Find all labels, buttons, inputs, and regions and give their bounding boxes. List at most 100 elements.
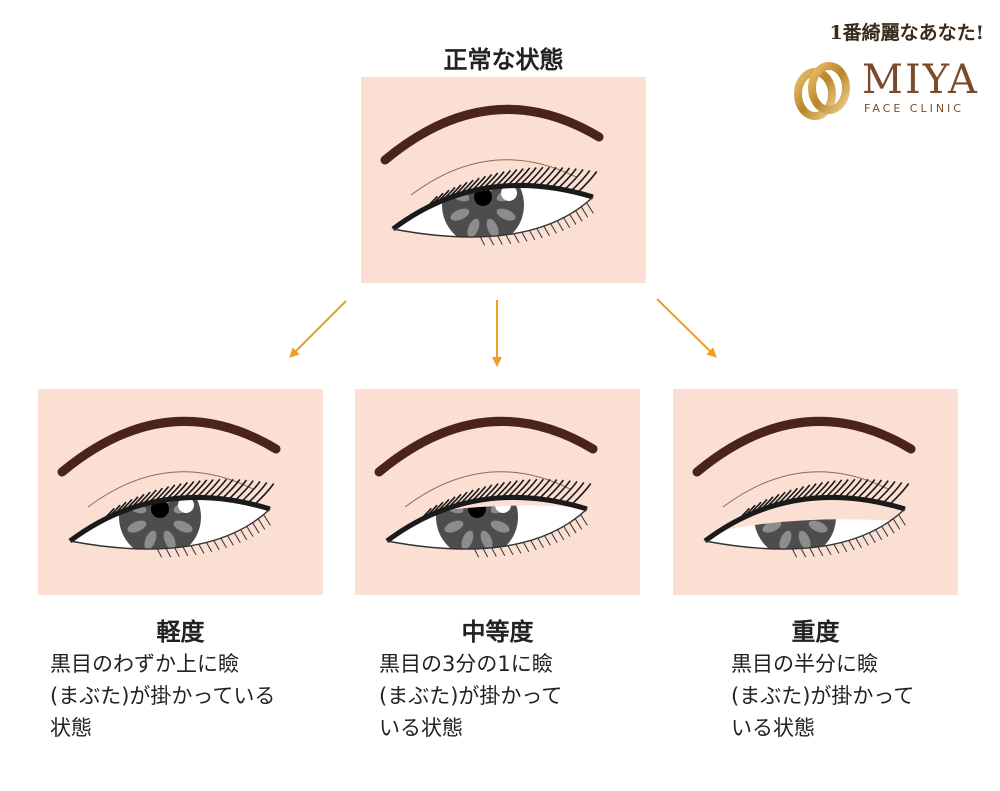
eyeball-group bbox=[442, 185, 524, 238]
upper-eyelash bbox=[441, 186, 456, 202]
lower-eyelash bbox=[479, 236, 486, 246]
moderate-eye-illustration bbox=[374, 416, 598, 558]
logo-subtitle: FACE CLINIC bbox=[864, 102, 964, 115]
lower-eyelash bbox=[515, 543, 522, 554]
upper-eyelash bbox=[202, 478, 221, 499]
severe-description: 黒目の半分に瞼 (まぶた)が掛かって いる状態 bbox=[731, 648, 981, 744]
moderate-description: 黒目の3分の1に瞼 (まぶた)が掛かって いる状態 bbox=[379, 648, 639, 744]
lower-eyelash bbox=[240, 529, 248, 541]
lower-eyelash bbox=[233, 532, 241, 544]
lower-eyelash bbox=[505, 234, 512, 245]
upper-eyelash bbox=[537, 166, 557, 187]
lower-eyelash bbox=[855, 537, 862, 549]
upper-eyelash bbox=[424, 504, 438, 519]
lower-eyelash bbox=[190, 545, 197, 555]
lower-eyelash bbox=[521, 231, 528, 242]
eyebrow bbox=[380, 104, 604, 165]
upper-eyelash bbox=[570, 169, 591, 192]
lower-eyelash bbox=[263, 514, 271, 526]
upper-eyelash bbox=[482, 483, 499, 501]
upper-eyelash bbox=[101, 507, 115, 522]
mild-eye-illustration bbox=[57, 416, 281, 558]
upper-eyelash bbox=[453, 181, 468, 197]
upper-eyelash bbox=[576, 171, 598, 194]
moderate-description-line: いる状態 bbox=[379, 716, 463, 740]
mild-description-line: (まぶた)が掛かっている bbox=[50, 684, 276, 708]
iris-pattern bbox=[779, 530, 792, 550]
upper-eyelash bbox=[806, 481, 824, 500]
upper-eyelash bbox=[177, 481, 195, 499]
upper-eyelash bbox=[488, 171, 505, 189]
lower-eyelash bbox=[507, 545, 514, 555]
lower-eyelash bbox=[887, 522, 895, 534]
upper-eyelash bbox=[476, 174, 493, 191]
lower-eyelash bbox=[862, 535, 869, 546]
upper-eyelash bbox=[189, 479, 208, 499]
upper-eyelash bbox=[818, 480, 836, 499]
upper-eyelash bbox=[759, 496, 774, 511]
drooping-eyelid bbox=[705, 497, 905, 537]
upper-eyelash bbox=[506, 168, 524, 187]
upper-eyelash bbox=[888, 483, 910, 506]
iris-pattern bbox=[798, 530, 811, 550]
upper-eyelash bbox=[208, 478, 228, 499]
iris-pattern bbox=[480, 530, 493, 550]
upper-eyelash bbox=[824, 479, 843, 499]
mild-eye-panel bbox=[38, 389, 323, 595]
upper-eyelash bbox=[482, 172, 499, 190]
lower-eyelash bbox=[881, 526, 889, 537]
upper-eyelash bbox=[788, 486, 805, 503]
upper-eyelash bbox=[464, 177, 480, 194]
iris-pattern bbox=[496, 208, 516, 221]
lower-lid-line bbox=[392, 196, 594, 238]
upper-eyelash bbox=[159, 484, 176, 502]
upper-eyelash bbox=[564, 481, 585, 504]
upper-eyelash bbox=[513, 479, 531, 498]
upper-eyelash bbox=[843, 478, 863, 499]
iris-pattern bbox=[467, 218, 480, 238]
upper-eyelash bbox=[430, 192, 444, 207]
iris-pattern bbox=[490, 520, 510, 533]
lower-eyelash bbox=[791, 548, 798, 558]
lower-eyelash bbox=[809, 547, 815, 557]
upper-eyelash bbox=[557, 480, 578, 503]
lower-eyelash bbox=[848, 540, 855, 551]
upper-eyelash bbox=[240, 480, 261, 503]
upper-eyelash bbox=[147, 487, 164, 504]
iris-pattern bbox=[808, 520, 828, 533]
upper-eyelash bbox=[494, 481, 512, 499]
lower-eyelash bbox=[220, 537, 227, 549]
lower-eyelash bbox=[550, 532, 558, 544]
severe-eye-illustration bbox=[692, 416, 916, 558]
upper-eyelash bbox=[544, 167, 564, 188]
lower-eyelash bbox=[257, 518, 266, 530]
mild-description-line: 黒目のわずか上に瞼 bbox=[50, 652, 239, 676]
lower-lid-line bbox=[704, 508, 906, 550]
upper-eyelash bbox=[418, 507, 432, 522]
upper-eyelash bbox=[506, 479, 525, 499]
lower-eyelash bbox=[488, 236, 495, 246]
upper-eyelash bbox=[770, 491, 786, 507]
upper-eyelash bbox=[476, 484, 493, 502]
lower-eyelash bbox=[557, 529, 565, 541]
upper-eyelash bbox=[113, 501, 127, 516]
upper-eyelash bbox=[430, 501, 444, 516]
lower-eyelash bbox=[563, 526, 571, 537]
upper-eyelash bbox=[849, 478, 869, 499]
upper-eyelash bbox=[436, 189, 450, 204]
lower-eyelash bbox=[156, 548, 163, 558]
moderate-eye-panel bbox=[355, 389, 640, 595]
upper-lash-line bbox=[68, 494, 271, 544]
upper-eyelash bbox=[736, 507, 750, 522]
lower-eyelash bbox=[574, 518, 583, 530]
lower-eyelash bbox=[497, 235, 503, 245]
upper-eyelash bbox=[458, 179, 474, 195]
arrow-to-severe bbox=[656, 298, 717, 358]
lower-eyelash bbox=[868, 532, 876, 544]
severe-description-line: いる状態 bbox=[731, 716, 815, 740]
upper-eyelash bbox=[525, 478, 545, 499]
upper-eyelash bbox=[458, 489, 474, 506]
lower-eyelash bbox=[536, 228, 543, 239]
upper-eyelash bbox=[563, 168, 584, 191]
lower-eyelash bbox=[569, 522, 577, 534]
